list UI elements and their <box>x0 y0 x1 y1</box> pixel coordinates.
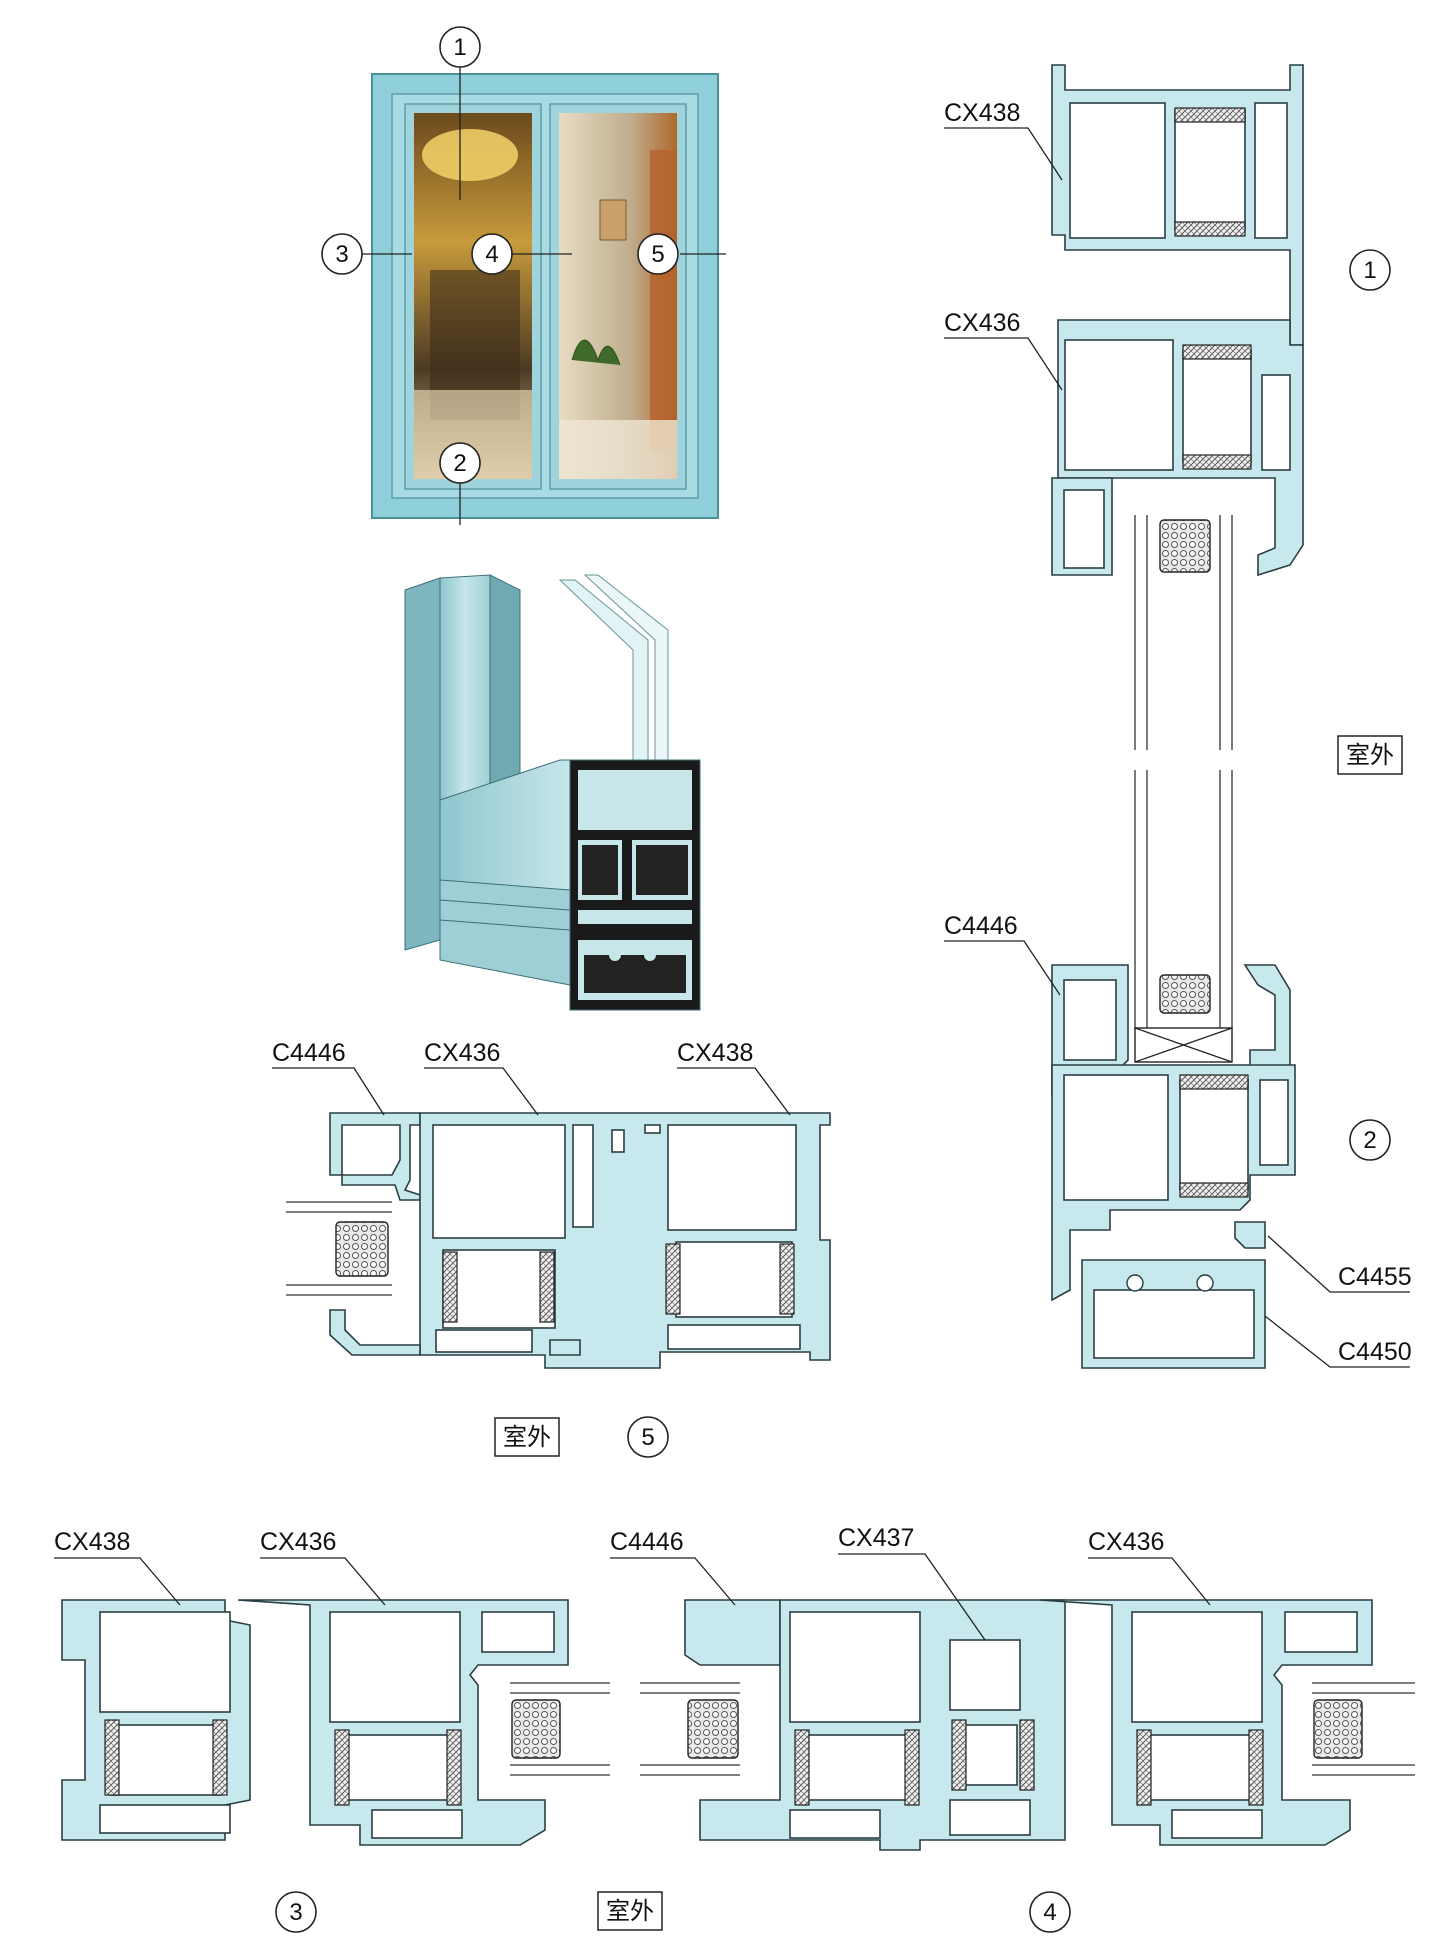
label-c4446-5: C4446 <box>272 1039 346 1067</box>
svg-text:2: 2 <box>453 450 466 477</box>
glass-pane-vertical <box>1134 515 1233 1030</box>
svg-text:室外: 室外 <box>503 1423 551 1451</box>
marker-1-section: 1 <box>1349 249 1391 291</box>
section-1 <box>1051 64 1304 577</box>
marker-1-top: 1 <box>439 26 481 68</box>
marker-5-section: 5 <box>627 1416 669 1458</box>
cx437-profile-4 <box>949 1639 1021 1711</box>
marker-4-section: 4 <box>1029 1891 1071 1933</box>
label-cx436-4: CX436 <box>1088 1528 1164 1556</box>
svg-text:室外: 室外 <box>1346 741 1394 769</box>
label-cx436-1: CX436 <box>944 309 1020 337</box>
outdoor-tag-right: 室外 <box>1337 735 1403 775</box>
label-cx436-3: CX436 <box>260 1528 336 1556</box>
c4446-profile-4 <box>684 1599 781 1666</box>
isometric-profile <box>404 574 701 1011</box>
leaders-section-1 <box>944 127 1063 391</box>
outdoor-tag-5: 室外 <box>494 1417 560 1457</box>
svg-text:4: 4 <box>485 241 498 268</box>
section-4 <box>640 1599 1415 1851</box>
c4455-profile-2 <box>1234 1221 1266 1249</box>
leaders-section-3 <box>54 1557 386 1606</box>
leaders-section-4 <box>610 1553 1211 1641</box>
section-5 <box>286 1112 831 1369</box>
marker-2-bottom: 2 <box>439 442 481 484</box>
label-c4450: C4450 <box>1338 1338 1412 1366</box>
glazing-unit-5 <box>286 1201 392 1296</box>
svg-text:1: 1 <box>1363 257 1376 284</box>
label-cx437-4: CX437 <box>838 1524 914 1552</box>
marker-3-left: 3 <box>321 233 363 275</box>
section-2 <box>1051 964 1296 1369</box>
window-elevation <box>371 73 719 519</box>
label-cx438-3: CX438 <box>54 1528 130 1556</box>
marker-5-right: 5 <box>637 233 679 275</box>
svg-text:3: 3 <box>289 1899 302 1926</box>
c4446-profile-5 <box>329 1112 421 1201</box>
svg-text:5: 5 <box>641 1424 654 1451</box>
label-c4446-2: C4446 <box>944 912 1018 940</box>
label-c4455: C4455 <box>1338 1263 1412 1291</box>
svg-text:室外: 室外 <box>606 1897 654 1925</box>
svg-text:1: 1 <box>453 34 466 61</box>
leaders-section-5 <box>272 1067 791 1116</box>
svg-text:2: 2 <box>1363 1127 1376 1154</box>
label-c4446-4: C4446 <box>610 1528 684 1556</box>
marker-4-mullion: 4 <box>471 233 513 275</box>
section-3 <box>61 1599 610 1846</box>
label-cx438-1: CX438 <box>944 99 1020 127</box>
svg-text:3: 3 <box>335 241 348 268</box>
leaders-section-2 <box>944 940 1410 1368</box>
label-cx438-5: CX438 <box>677 1039 753 1067</box>
svg-text:4: 4 <box>1043 1899 1056 1926</box>
marker-2-section: 2 <box>1349 1119 1391 1161</box>
svg-text:5: 5 <box>651 241 664 268</box>
label-cx436-5: CX436 <box>424 1039 500 1067</box>
window-markers <box>358 62 726 525</box>
outdoor-tag-bottom: 室外 <box>597 1891 663 1931</box>
marker-3-section: 3 <box>275 1891 317 1933</box>
